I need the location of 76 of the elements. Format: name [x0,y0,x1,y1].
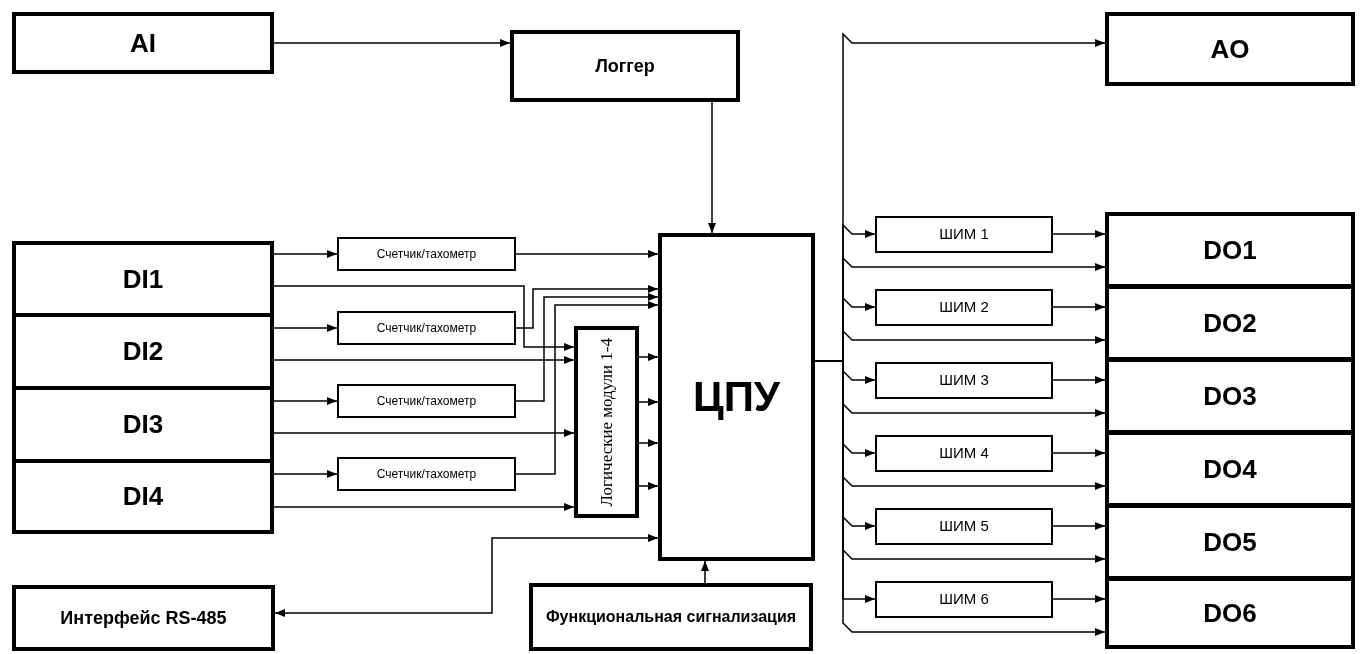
arrow [273,285,575,351]
arrow [273,356,575,364]
arrow [273,324,338,332]
block-box [1105,12,1355,86]
arrow [273,397,338,405]
arrow [1052,376,1106,384]
block-box [337,457,516,491]
block-label: Логгер [594,54,656,78]
block-label: ЦПУ [692,371,781,422]
block-label: ШИМ 5 [938,517,990,536]
block-box [529,583,813,651]
block-label: Логические модули 1-4 [596,337,617,507]
block-box [875,216,1053,253]
arrow [638,482,659,490]
block-label: Счетчик/тахометр [375,320,478,336]
block-label: ШИМ 2 [938,298,990,317]
block-box [510,30,740,102]
block-label: Счетчик/тахометр [375,393,478,409]
arrow [515,301,659,475]
block-label: ШИМ 4 [938,444,990,463]
arrow [515,293,659,402]
arrow [273,503,575,511]
arrow [701,560,709,584]
block-label: DO5 [1202,525,1258,559]
block-box [12,12,274,74]
block-box [337,237,516,271]
block-label: ШИМ 3 [938,371,990,390]
block-label: DO3 [1202,379,1258,413]
block-box [1105,212,1355,288]
arrow [273,250,338,258]
arrow [274,534,659,617]
arrow [1052,449,1106,457]
block-label: AO [1209,32,1251,66]
block-box [875,581,1053,618]
block-label: DO6 [1202,596,1258,630]
block-label: Интерфейс RS-485 [59,606,228,630]
block-box [337,384,516,418]
block-label: DO2 [1202,306,1258,340]
block-box [337,311,516,345]
arrow [1052,230,1106,238]
block-box [875,435,1053,472]
block-box [1105,285,1355,361]
block-box [12,585,275,651]
block-label: DO1 [1202,233,1258,267]
arrow [1052,303,1106,311]
arrow [273,39,511,47]
block-label: DI4 [121,480,165,513]
block-label: Счетчик/тахометр [375,466,478,482]
arrow [638,398,659,406]
block-box [1105,504,1355,580]
block-label: ШИМ 1 [938,225,990,244]
block-label: DI1 [121,262,165,296]
arrow [708,101,716,234]
block-box [574,326,639,518]
block-box [875,362,1053,399]
block-box [875,289,1053,326]
arrow [638,439,659,447]
block-box [875,508,1053,545]
arrow [515,250,659,258]
block-label: ШИМ 6 [938,590,990,609]
arrow [273,429,575,437]
block-box [1105,577,1355,649]
block-label: Функциональная сигнализация [544,607,798,627]
arrow [638,353,659,361]
block-label: DO4 [1202,452,1258,486]
block-box [1105,431,1355,507]
arrow [1052,522,1106,530]
block-label: AI [129,26,157,60]
block-label: DI2 [121,335,165,368]
arrow [273,470,338,478]
arrow [1052,595,1106,603]
arrow [515,285,659,329]
block-box [1105,358,1355,434]
block-label: DI3 [121,408,165,441]
block-label: Счетчик/тахометр [375,246,478,262]
block-box [658,233,815,561]
